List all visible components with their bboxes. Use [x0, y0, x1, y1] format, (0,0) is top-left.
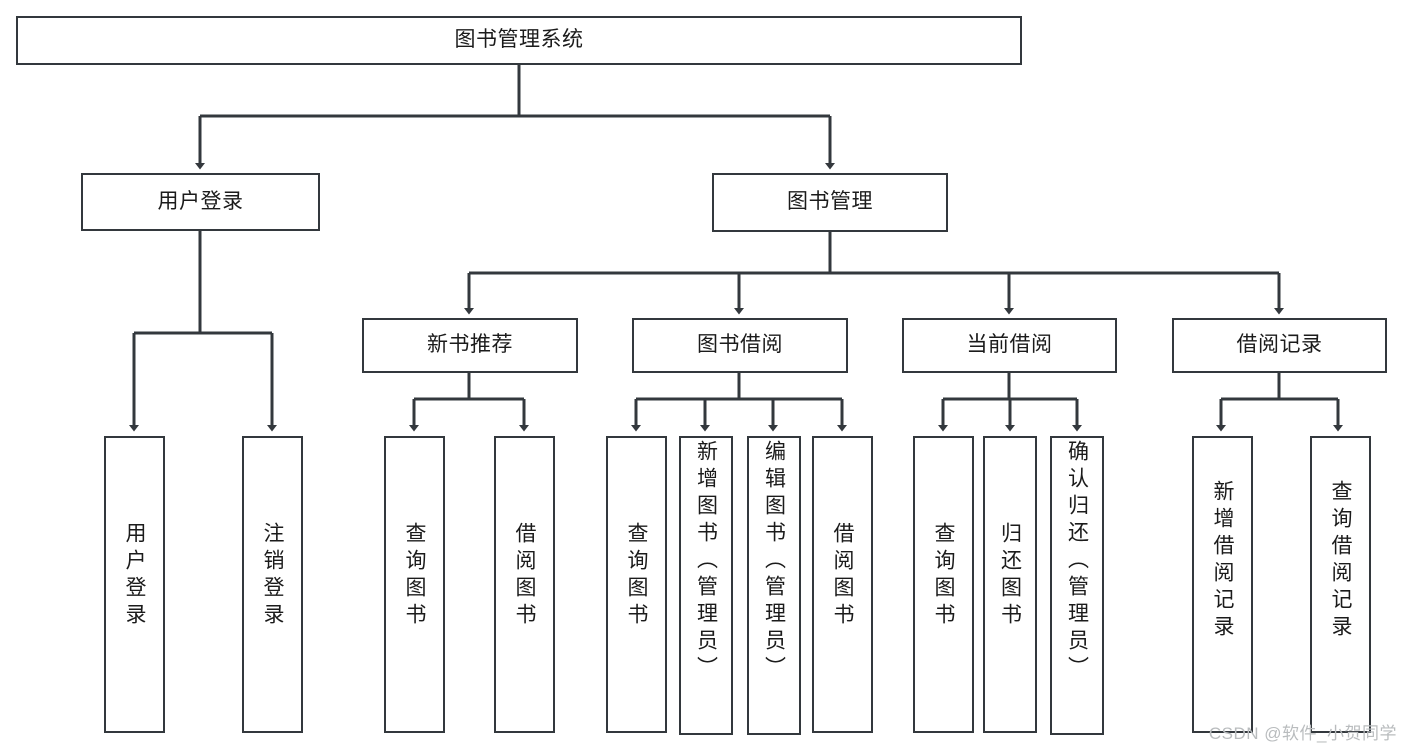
node-book-management-label: 图书管理: [787, 190, 873, 214]
leaf-edit-book[interactable]: 编辑图书（管理员）: [747, 436, 801, 735]
node-book-borrow-label: 图书借阅: [697, 333, 783, 357]
leaf-logout-login-label: 注销登录: [261, 522, 284, 630]
leaf-borrow-book-2[interactable]: 借阅图书: [812, 436, 873, 733]
node-borrow-record-label: 借阅记录: [1236, 333, 1323, 357]
node-user-login[interactable]: 用户登录: [81, 173, 320, 231]
leaf-user-login[interactable]: 用户登录: [104, 436, 165, 733]
leaf-add-book[interactable]: 新增图书（管理员）: [679, 436, 733, 735]
leaf-edit-book-label: 编辑图书（管理员）: [762, 440, 786, 683]
node-current-borrow[interactable]: 当前借阅: [902, 318, 1117, 373]
node-root[interactable]: 图书管理系统: [16, 16, 1022, 65]
leaf-add-book-label: 新增图书（管理员）: [694, 440, 718, 683]
leaf-query-book-3[interactable]: 查询图书: [913, 436, 974, 733]
leaf-confirm-return-label: 确认归还（管理员）: [1065, 440, 1089, 683]
leaf-query-book-1[interactable]: 查询图书: [384, 436, 445, 733]
leaf-add-record[interactable]: 新增借阅记录: [1192, 436, 1253, 733]
node-root-label: 图书管理系统: [454, 28, 584, 52]
leaf-user-login-label: 用户登录: [123, 522, 146, 630]
leaf-confirm-return[interactable]: 确认归还（管理员）: [1050, 436, 1104, 735]
leaf-return-book[interactable]: 归还图书: [983, 436, 1037, 733]
leaf-logout-login[interactable]: 注销登录: [242, 436, 303, 733]
node-user-login-label: 用户登录: [157, 189, 244, 213]
leaf-add-record-label: 新增借阅记录: [1211, 480, 1234, 642]
leaf-query-book-3-label: 查询图书: [932, 522, 955, 630]
leaf-borrow-book-1-label: 借阅图书: [513, 522, 536, 630]
leaf-query-book-2[interactable]: 查询图书: [606, 436, 667, 733]
leaf-query-record[interactable]: 查询借阅记录: [1310, 436, 1371, 733]
leaf-return-book-label: 归还图书: [998, 522, 1022, 630]
leaf-borrow-book-1[interactable]: 借阅图书: [494, 436, 555, 733]
leaf-query-book-2-label: 查询图书: [625, 522, 648, 630]
node-book-management[interactable]: 图书管理: [712, 173, 948, 232]
leaf-query-record-label: 查询借阅记录: [1329, 480, 1352, 642]
leaf-query-book-1-label: 查询图书: [403, 522, 426, 630]
node-new-book-recommend-label: 新书推荐: [427, 333, 513, 357]
node-current-borrow-label: 当前借阅: [966, 333, 1053, 357]
leaf-borrow-book-2-label: 借阅图书: [831, 522, 854, 630]
node-new-book-recommend[interactable]: 新书推荐: [362, 318, 578, 373]
csdn-watermark: CSDN @软件_小贺同学: [1208, 724, 1397, 743]
node-borrow-record[interactable]: 借阅记录: [1172, 318, 1387, 373]
node-book-borrow[interactable]: 图书借阅: [632, 318, 848, 373]
